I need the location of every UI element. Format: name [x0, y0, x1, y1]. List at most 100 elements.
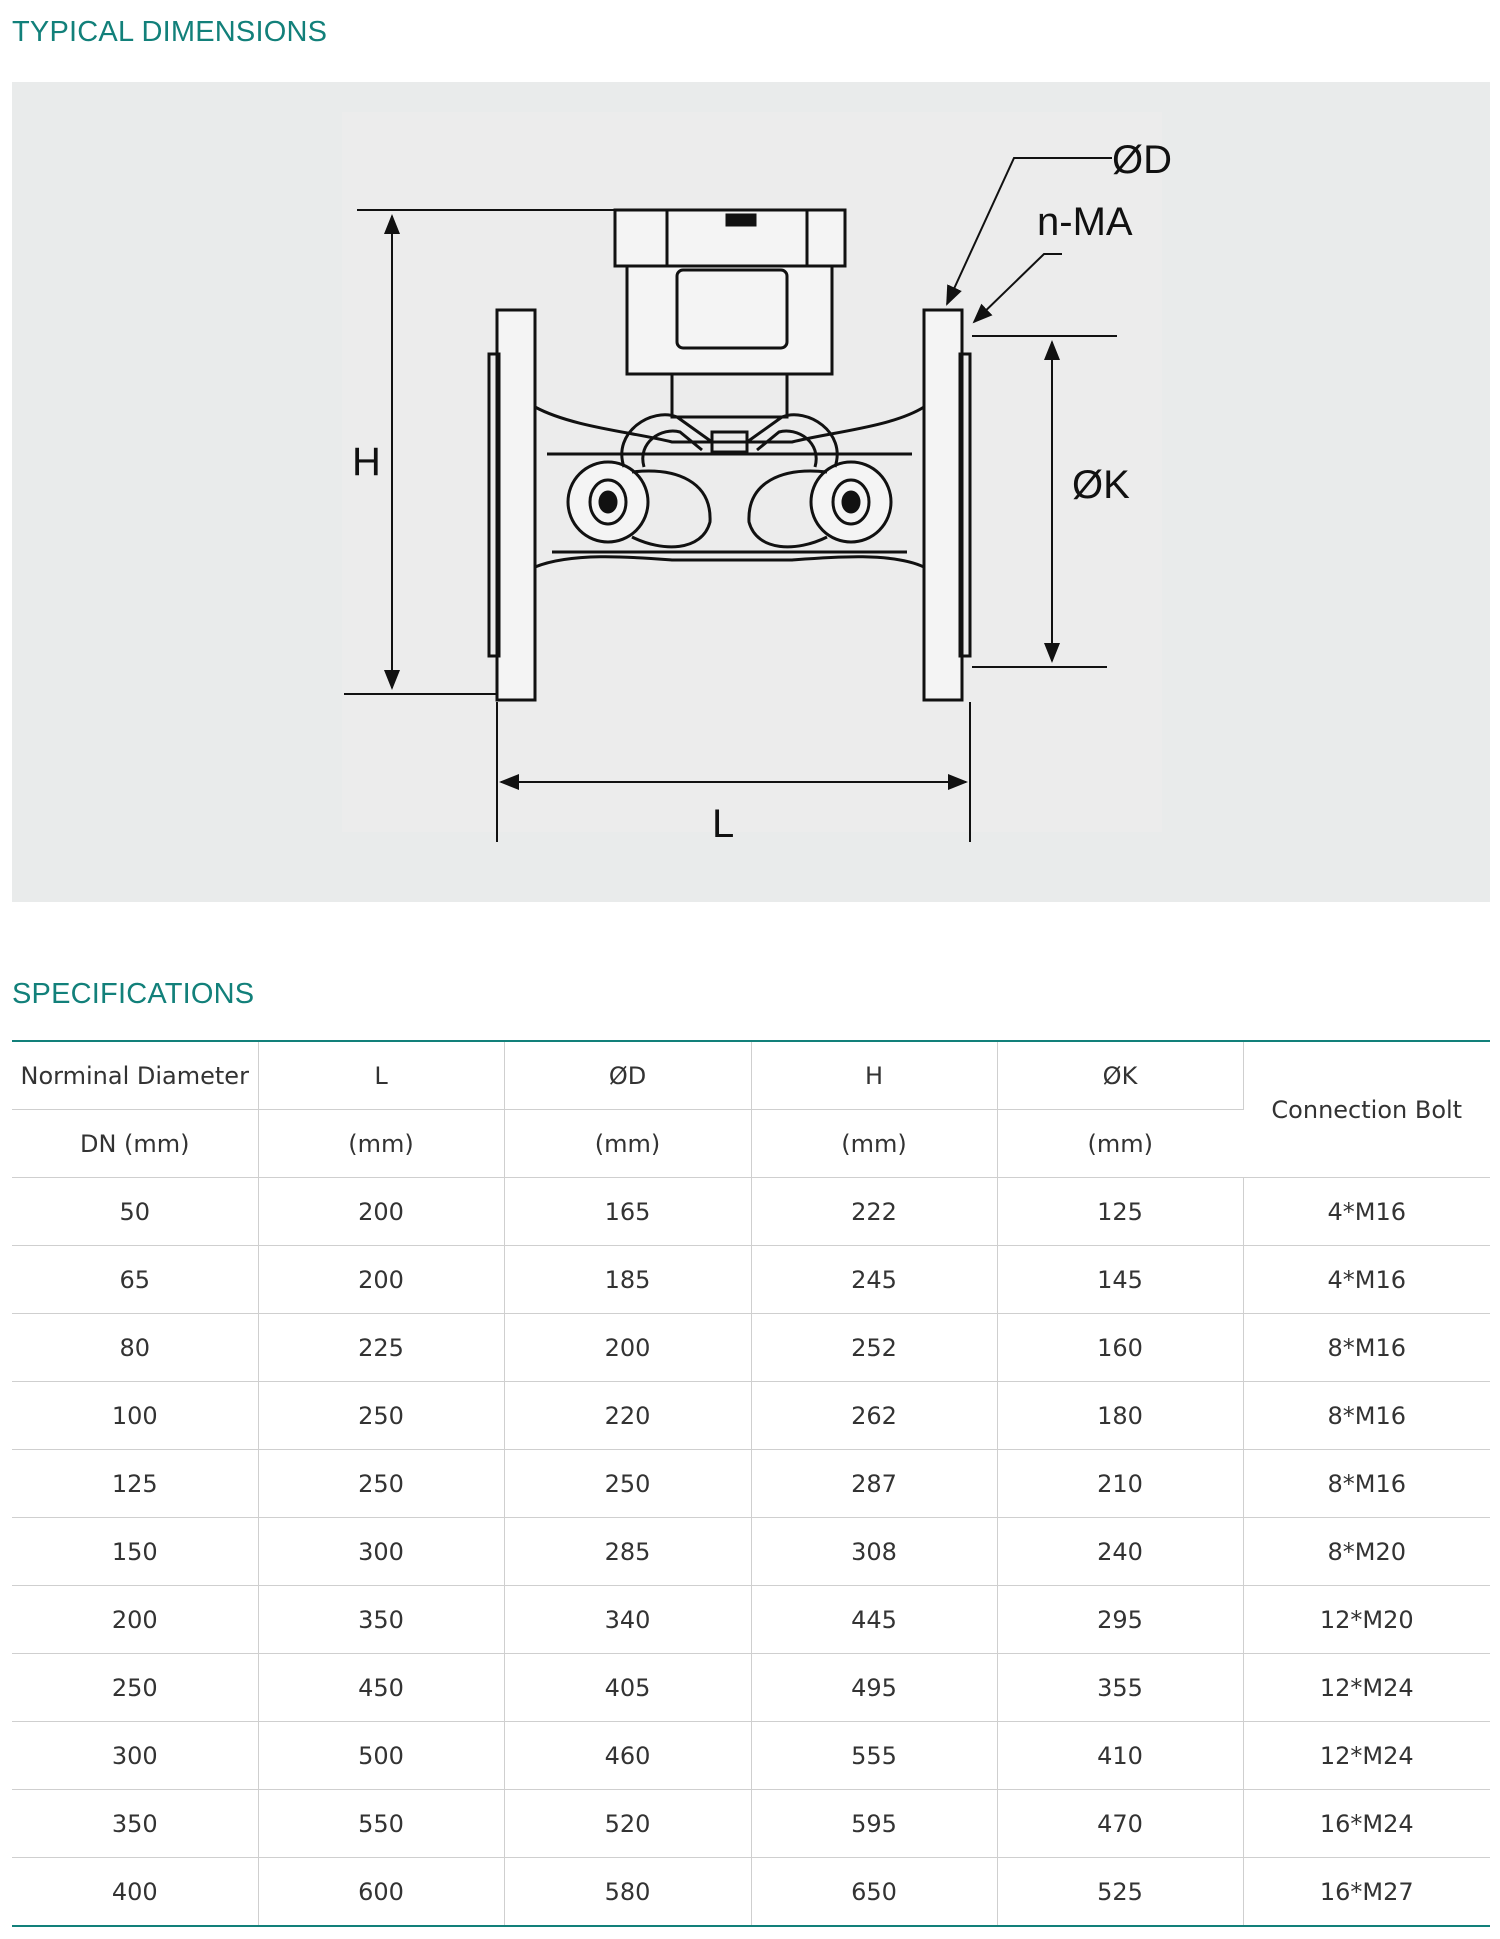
header-nominal-diameter: Norminal Diameter — [12, 1041, 259, 1110]
cell-bolt: 4*M16 — [1243, 1245, 1490, 1314]
specifications-table: Norminal Diameter L ØD H ØK Connection B… — [12, 1040, 1490, 1927]
table-unit-row: DN (mm) (mm) (mm) (mm) (mm) — [12, 1109, 1490, 1178]
cell-d: 220 — [504, 1381, 752, 1450]
cell-bolt: 4*M16 — [1243, 1177, 1490, 1246]
cell-h: 595 — [751, 1789, 998, 1858]
cell-h: 222 — [751, 1177, 998, 1246]
cell-dn: 200 — [12, 1585, 259, 1654]
header-k: ØK — [997, 1041, 1244, 1110]
cell-dn: 300 — [12, 1721, 259, 1790]
cell-h: 245 — [751, 1245, 998, 1314]
header-d: ØD — [504, 1041, 752, 1110]
cell-d: 520 — [504, 1789, 752, 1858]
cell-bolt: 8*M16 — [1243, 1313, 1490, 1382]
cell-dn: 65 — [12, 1245, 259, 1314]
cell-dn: 400 — [12, 1857, 259, 1926]
cell-k: 240 — [997, 1517, 1244, 1586]
dimension-diagram-panel: H L ØK ØD n-MA — [12, 82, 1490, 902]
cell-bolt: 16*M27 — [1319, 1877, 1414, 1906]
cell-l: 550 — [258, 1789, 505, 1858]
cell-d: 285 — [504, 1517, 752, 1586]
cell-bolt: 8*M20 — [1243, 1517, 1490, 1586]
label-l: L — [712, 802, 734, 846]
cell-d: 580 — [504, 1857, 752, 1926]
label-n-ma: n-MA — [1037, 200, 1133, 244]
meter-body — [487, 208, 972, 702]
cell-l: 450 — [258, 1653, 505, 1722]
cell-l: 250 — [258, 1449, 505, 1518]
header-l: L — [258, 1041, 505, 1110]
cell-bolt: 8*M16 — [1243, 1381, 1490, 1450]
cell-d: 165 — [504, 1177, 752, 1246]
unit-d: (mm) — [504, 1109, 752, 1178]
cell-d: 405 — [504, 1653, 752, 1722]
cell-h: 308 — [751, 1517, 998, 1586]
unit-k: (mm) — [997, 1109, 1243, 1178]
typical-dimensions-heading: TYPICAL DIMENSIONS — [12, 16, 328, 48]
unit-h: (mm) — [751, 1109, 998, 1178]
cell-l: 200 — [258, 1245, 505, 1314]
cell-l: 200 — [258, 1177, 505, 1246]
label-d: ØD — [1112, 138, 1172, 182]
unit-l: (mm) — [258, 1109, 505, 1178]
cell-h: 555 — [751, 1721, 998, 1790]
cell-k: 525 — [997, 1857, 1244, 1926]
cell-l: 250 — [258, 1381, 505, 1450]
label-h: H — [352, 440, 381, 484]
cell-l: 300 — [258, 1517, 505, 1586]
cell-d: 340 — [504, 1585, 752, 1654]
cell-k: 210 — [997, 1449, 1244, 1518]
cell-h: 252 — [751, 1313, 998, 1382]
cell-dn: 250 — [12, 1653, 259, 1722]
cell-d: 185 — [504, 1245, 752, 1314]
cell-k: 125 — [997, 1177, 1244, 1246]
cell-k: 410 — [997, 1721, 1244, 1790]
header-connection-bolt: Connection Bolt — [1243, 1041, 1490, 1178]
cell-d: 200 — [504, 1313, 752, 1382]
cell-dn: 80 — [12, 1313, 259, 1382]
dimension-lines — [344, 157, 1117, 842]
header-h: H — [751, 1041, 998, 1110]
cell-bolt: 12*M24 — [1243, 1653, 1490, 1722]
cell-h: 262 — [751, 1381, 998, 1450]
cell-h: 445 — [751, 1585, 998, 1654]
cell-k: 470 — [997, 1789, 1244, 1858]
cell-d: 460 — [504, 1721, 752, 1790]
cell-h: 495 — [751, 1653, 998, 1722]
cell-bolt: 8*M16 — [1243, 1449, 1490, 1518]
cell-h: 650 — [751, 1857, 998, 1926]
cell-k: 145 — [997, 1245, 1244, 1314]
cell-l: 600 — [258, 1857, 505, 1926]
cell-k: 160 — [997, 1313, 1244, 1382]
cell-l: 225 — [258, 1313, 505, 1382]
cell-bolt: 12*M24 — [1243, 1721, 1490, 1790]
cell-d: 250 — [504, 1449, 752, 1518]
cell-bolt: 12*M20 — [1243, 1585, 1490, 1654]
cell-h: 287 — [751, 1449, 998, 1518]
cell-l: 350 — [258, 1585, 505, 1654]
cell-l: 500 — [258, 1721, 505, 1790]
specifications-heading: SPECIFICATIONS — [12, 978, 255, 1010]
cell-k: 355 — [997, 1653, 1244, 1722]
cell-dn: 125 — [12, 1449, 259, 1518]
cell-dn: 350 — [12, 1789, 259, 1858]
cell-dn: 50 — [12, 1177, 259, 1246]
cell-k: 180 — [997, 1381, 1244, 1450]
cell-dn: 150 — [12, 1517, 259, 1586]
cell-bolt: 16*M24 — [1243, 1789, 1490, 1858]
cell-k: 295 — [997, 1585, 1244, 1654]
cell-dn: 100 — [12, 1381, 259, 1450]
table-header-row: Norminal Diameter L ØD H ØK Connection B… — [12, 1041, 1490, 1178]
label-k: ØK — [1072, 463, 1130, 507]
